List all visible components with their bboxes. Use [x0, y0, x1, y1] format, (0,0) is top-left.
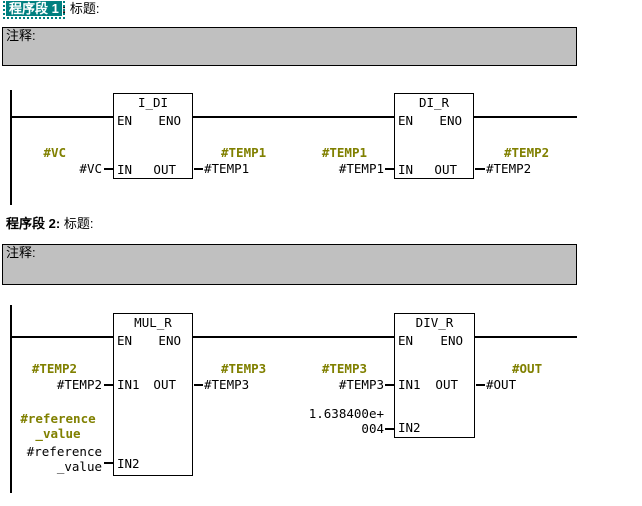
network-2-comment-label: 注释: — [6, 245, 36, 260]
fb-block-div-r[interactable]: DIV_R EN ENO IN1 OUT IN2 — [394, 313, 475, 438]
operand-symbol-reference-value: #reference_value — [20, 411, 96, 441]
wire-net1-rail-to-idi — [11, 116, 113, 118]
pin-out: OUT — [434, 162, 457, 177]
pin-in1: IN1 — [398, 377, 421, 392]
stub-temp3-out — [194, 384, 203, 386]
stub-temp3-in — [385, 384, 394, 386]
operand-vc[interactable]: #VC — [79, 161, 102, 176]
stub-temp1-out — [194, 168, 203, 170]
stub-out-out — [476, 384, 485, 386]
pin-in2: IN2 — [398, 420, 421, 435]
wire-net2-divr-out — [474, 336, 577, 338]
pin-en: EN — [398, 113, 414, 128]
operand-symbol-temp3-out: #TEMP3 — [221, 361, 267, 376]
operand-symbol-temp2-in: #TEMP2 — [31, 361, 77, 376]
operand-temp3-out[interactable]: #TEMP3 — [204, 377, 250, 392]
power-rail-1 — [10, 90, 12, 205]
operand-temp1-in[interactable]: #TEMP1 — [338, 161, 384, 176]
stub-vc-in — [104, 168, 113, 170]
operand-temp2-in[interactable]: #TEMP2 — [56, 377, 102, 392]
operand-temp1-out[interactable]: #TEMP1 — [204, 161, 250, 176]
network-1-comment-label: 注释: — [6, 28, 36, 43]
wire-net2-mulr-to-divr — [193, 336, 394, 338]
stub-temp2-out — [475, 168, 485, 170]
wire-net2-rail-to-mulr — [11, 336, 113, 338]
wire-net1-dir-out — [474, 116, 577, 118]
operand-symbol-vc: #VC — [43, 145, 66, 160]
pin-out: OUT — [435, 377, 458, 392]
network-1-colon: : — [61, 1, 67, 16]
network-1-number-selected[interactable]: 程序段 1 — [3, 0, 65, 19]
stub-reference-value — [104, 462, 113, 464]
operand-symbol-temp1-in: #TEMP1 — [321, 145, 367, 160]
operand-symbol-temp2-out: #TEMP2 — [504, 145, 550, 160]
pin-in: IN — [117, 162, 133, 177]
fb-block-di-r[interactable]: DI_R EN ENO IN OUT — [394, 93, 474, 179]
pin-in1: IN1 — [117, 377, 140, 392]
pin-en: EN — [117, 113, 133, 128]
operand-reference-value[interactable]: #reference_value — [26, 444, 102, 474]
fb-block-i-di-title: I_DI — [137, 95, 169, 110]
pin-eno: ENO — [158, 113, 181, 128]
operand-symbol-temp1-out: #TEMP1 — [221, 145, 267, 160]
network-2-comment-box[interactable]: 注释: — [2, 244, 577, 285]
pin-out: OUT — [153, 162, 176, 177]
wire-net1-idi-to-dir — [193, 116, 394, 118]
network-2-title-label: 标题: — [63, 216, 94, 231]
fb-block-div-r-title: DIV_R — [415, 315, 454, 330]
power-rail-2 — [10, 305, 12, 493]
operand-out[interactable]: #OUT — [486, 377, 517, 392]
network-2-header[interactable]: 程序段 2: 标题: — [6, 217, 93, 231]
network-2-colon: : — [55, 216, 61, 231]
pin-eno: ENO — [158, 333, 181, 348]
fb-block-mul-r-title: MUL_R — [134, 315, 172, 330]
pin-out: OUT — [153, 377, 176, 392]
pin-eno: ENO — [440, 333, 463, 348]
operand-constant-16384[interactable]: 1.638400e+004 — [308, 406, 384, 436]
network-1-header[interactable]: 程序段 1: 标题: — [3, 0, 100, 19]
pin-eno: ENO — [439, 113, 462, 128]
fb-block-i-di[interactable]: I_DI EN ENO IN OUT — [113, 93, 193, 179]
network-1-comment-box[interactable]: 注释: — [2, 27, 577, 66]
stub-constant-in2 — [385, 428, 394, 430]
pin-in2: IN2 — [117, 456, 140, 471]
stub-temp1-in — [385, 168, 394, 170]
pin-en: EN — [398, 333, 414, 348]
fb-block-di-r-title: DI_R — [418, 95, 450, 110]
operand-symbol-temp3-in: #TEMP3 — [321, 361, 367, 376]
network-1-title-label: 标题: — [69, 1, 100, 16]
pin-in: IN — [398, 162, 414, 177]
operand-temp3-in[interactable]: #TEMP3 — [338, 377, 384, 392]
operand-temp2-out[interactable]: #TEMP2 — [486, 161, 532, 176]
stub-temp2-in — [104, 384, 113, 386]
fb-block-mul-r[interactable]: MUL_R EN ENO IN1 OUT IN2 — [113, 313, 193, 476]
operand-symbol-out: #OUT — [512, 361, 543, 376]
pin-en: EN — [117, 333, 133, 348]
network-2-number[interactable]: 程序段 2 — [6, 216, 56, 231]
